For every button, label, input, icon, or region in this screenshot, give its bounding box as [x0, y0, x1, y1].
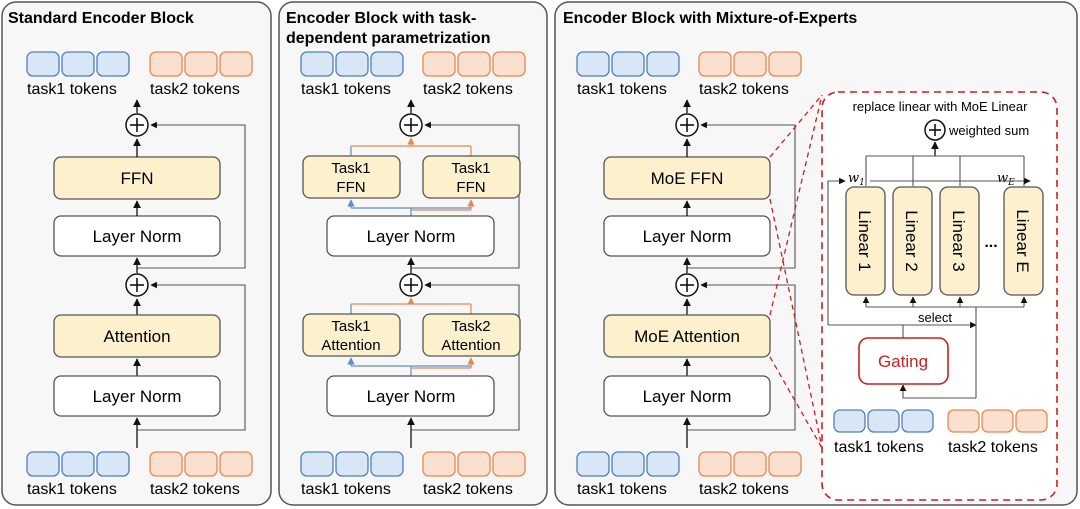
- moe-zoom-connector-ffn-top: [769, 94, 823, 158]
- taskdep-layernorm-top-box: [326, 215, 495, 257]
- taskdep-task1-attention-line1: Task1: [331, 318, 370, 335]
- expert-linear-e-label: Linear E: [1013, 209, 1032, 272]
- taskdep-task2-attention-line2: Attention: [441, 337, 500, 354]
- standard-add-top: [125, 113, 149, 137]
- standard-bottom-task1-label: task1 tokens: [27, 481, 117, 498]
- gating-label: Gating: [878, 352, 928, 371]
- moe-top-task2-tokens: [698, 51, 802, 77]
- standard-bottom-task2-label: task2 tokens: [150, 481, 240, 498]
- moe-bottom-task1-tokens: [576, 451, 680, 477]
- taskdep-bottom-task1-label: task1 tokens: [301, 481, 391, 498]
- expert-linear-3: [939, 186, 980, 296]
- standard-bottom-task1-tokens: [26, 451, 130, 477]
- moe-top-task2-label: task2 tokens: [699, 81, 789, 98]
- expert-linear-2: [892, 186, 933, 296]
- moe-ffn-label: MoE FFN: [651, 169, 724, 188]
- taskdep-top-task1-label: task1 tokens: [301, 81, 391, 98]
- taskdep-task1-attention-box: [302, 313, 401, 357]
- moe-bottom-task2-tokens: [698, 451, 802, 477]
- panel-standard-title: Standard Encoder Block: [8, 10, 194, 27]
- taskdep-layernorm-bottom-label: Layer Norm: [367, 387, 456, 406]
- taskdep-task2-ffn-box: [422, 155, 521, 199]
- standard-layernorm-bottom-label: Layer Norm: [93, 387, 182, 406]
- select-label: select: [918, 310, 952, 325]
- weight-w1-label: w1: [848, 171, 865, 188]
- taskdep-task1-ffn-line2: FFN: [336, 179, 365, 196]
- expert-linear-2-label: Linear 2: [902, 210, 921, 271]
- expert-linear-1: [845, 186, 886, 296]
- taskdep-task1-ffn-line1: Task1: [331, 160, 370, 177]
- panel-moe: Encoder Block with Mixture-of-Experts ta…: [554, 1, 1078, 506]
- panel-moe-title: Encoder Block with Mixture-of-Experts: [563, 10, 857, 27]
- inset-task2-tokens: [947, 409, 1048, 433]
- taskdep-task2-ffn-line2: FFN: [456, 179, 485, 196]
- panel-task-dependent-title-line2: dependent parametrization: [286, 30, 490, 47]
- standard-top-task1-label: task1 tokens: [27, 81, 117, 98]
- standard-add-bottom: [125, 273, 149, 297]
- taskdep-bottom-task2-label: task2 tokens: [423, 481, 513, 498]
- standard-attention-label: Attention: [103, 327, 170, 346]
- gating-box: [858, 337, 949, 385]
- moe-attention-box: [603, 314, 771, 358]
- taskdep-add-top: [399, 113, 423, 137]
- standard-layernorm-bottom-box: [53, 375, 221, 417]
- inset-task1-tokens: [833, 409, 934, 433]
- expert-linear-e: [1003, 186, 1044, 296]
- standard-attention-box: [53, 314, 221, 358]
- weighted-sum-label: weighted sum: [948, 123, 1029, 138]
- expert-linear-1-label: Linear 1: [855, 210, 874, 271]
- moe-zoom-connector-attn-top: [769, 94, 823, 316]
- taskdep-layernorm-bottom-box: [326, 375, 495, 417]
- taskdep-task1-attention-line2: Attention: [321, 337, 380, 354]
- standard-top-task1-tokens: [26, 51, 130, 77]
- standard-top-task2-label: task2 tokens: [150, 81, 240, 98]
- taskdep-task2-attention-box: [422, 313, 521, 357]
- moe-bottom-task1-label: task1 tokens: [577, 481, 667, 498]
- standard-top-task2-tokens: [149, 51, 253, 77]
- moe-zoom-connector-ffn-bottom: [769, 198, 823, 449]
- inset-task2-label: task2 tokens: [948, 439, 1038, 456]
- taskdep-top-task2-label: task2 tokens: [423, 81, 513, 98]
- panel-task-dependent-title-line1: Encoder Block with task-: [286, 10, 476, 27]
- standard-ffn-label: FFN: [120, 169, 153, 188]
- taskdep-add-bottom: [399, 273, 423, 297]
- taskdep-task2-ffn-line1: Task1: [451, 160, 490, 177]
- taskdep-layernorm-top-label: Layer Norm: [367, 227, 456, 246]
- taskdep-task1-ffn-box: [302, 155, 401, 199]
- moe-linear-inset: replace linear with MoE Linear weighted …: [821, 91, 1058, 501]
- standard-bottom-task2-tokens: [149, 451, 253, 477]
- moe-add-top: [675, 113, 699, 137]
- inset-task1-label: task1 tokens: [834, 439, 924, 456]
- moe-layernorm-bottom-label: Layer Norm: [643, 387, 732, 406]
- moe-layernorm-bottom-box: [603, 375, 771, 417]
- taskdep-bottom-task1-tokens: [300, 451, 404, 477]
- weighted-sum-add: [924, 119, 946, 141]
- taskdep-bottom-task2-tokens: [422, 451, 526, 477]
- weight-we-label: wE: [997, 171, 1015, 188]
- moe-top-task1-tokens: [576, 51, 680, 77]
- taskdep-top-task1-tokens: [300, 51, 404, 77]
- moe-inset-title: replace linear with MoE Linear: [853, 99, 1029, 114]
- taskdep-task2-attention-line1: Task2: [451, 318, 490, 335]
- expert-ellipsis: ...: [984, 234, 997, 251]
- taskdep-top-task2-tokens: [422, 51, 526, 77]
- moe-attention-label: MoE Attention: [634, 327, 740, 346]
- panel-standard: Standard Encoder Block task1 tokens task…: [1, 1, 272, 506]
- standard-layernorm-top-label: Layer Norm: [93, 227, 182, 246]
- panel-task-dependent: Encoder Block with task- dependent param…: [278, 1, 548, 506]
- moe-layernorm-top-label: Layer Norm: [643, 227, 732, 246]
- moe-add-bottom: [675, 273, 699, 297]
- expert-linear-3-label: Linear 3: [949, 210, 968, 271]
- moe-top-task1-label: task1 tokens: [577, 81, 667, 98]
- moe-bottom-task2-label: task2 tokens: [699, 481, 789, 498]
